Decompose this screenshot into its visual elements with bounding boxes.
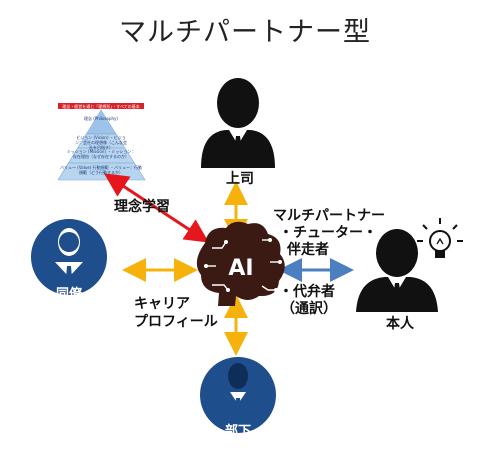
philosophy-pyramid [57,103,146,181]
philosophy-learning-label: 理念学習 [114,199,170,215]
role-interpreter: （通訳） [281,301,337,317]
lightbulb-icon [417,218,463,258]
colleague-person-icon [31,219,107,295]
boss-person-icon [201,78,275,168]
self-person-icon [356,229,438,312]
arrow-pyramid-ai [103,173,210,243]
self-label: 本人 [386,316,414,332]
ai-label: AI [228,256,253,281]
pyramid-level-mission: ミッション (Mission) ・ミッション：存在理由（なぜ存在するのか） [66,149,136,159]
role-companion: 伴走者 [287,242,329,258]
pyramid-level-vision: ビジョン (Vision) ・ビジョン：会社の理想像（こんな会社を目指す） [75,135,127,150]
role-tutor: ・チューター・ [279,225,377,241]
boss-label: 上司 [226,171,254,187]
role-advocate: ・代弁者 [279,284,335,300]
role-multi-partner: マルチパートナー [273,208,385,224]
colleague-label: 同僚 [55,287,82,302]
pyramid-header: 理念・経営を通じ「理想形」・すべての基本 [62,104,140,109]
subordinate-label: 部下 [224,424,251,439]
career-label: キャリア [134,296,190,312]
pyramid-level-philosophy: 理念 (Philosophy) [84,116,118,121]
diagram-title: マルチパートナー型 [119,17,371,48]
pyramid-level-value: バリュー (Value) 行動規範 ・バリュー：行動規範（どう行動するか） [60,165,142,175]
subordinate-person-icon [200,357,276,433]
profile-label: プロフィール [134,314,218,330]
ai-brain-icon [196,221,285,306]
